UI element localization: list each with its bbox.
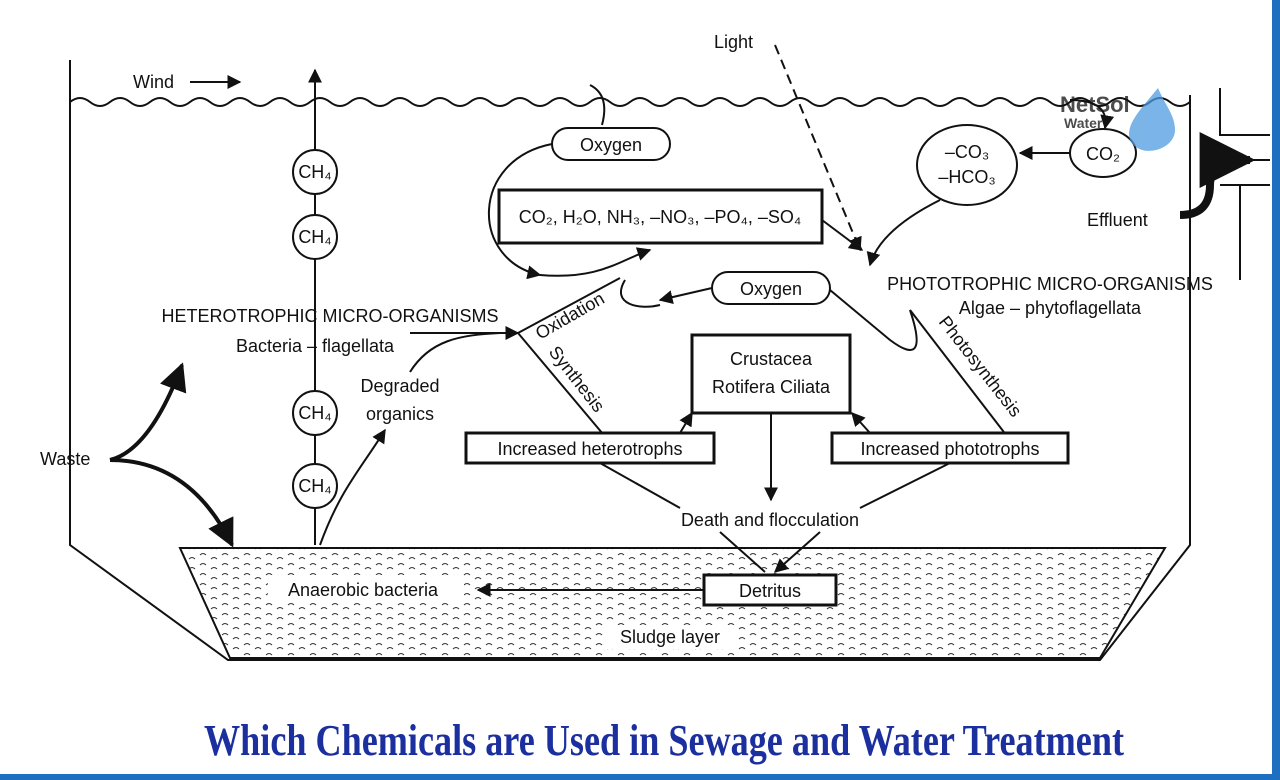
tank-outline	[69, 60, 1191, 661]
page-title: Which Chemicals are Used in Sewage and W…	[204, 716, 1124, 765]
co3-label: –CO₃	[945, 142, 989, 162]
synthesis-label: Synthesis	[545, 342, 609, 416]
svg-text:CH₄: CH₄	[298, 476, 331, 496]
nutrients-box	[497, 188, 824, 245]
bacteria-label: Bacteria – flagellata	[236, 336, 395, 356]
light-label: Light	[714, 32, 753, 52]
netsol-water-logo: NetSol Water	[1060, 88, 1175, 151]
anaerobic-bacteria-label: Anaerobic bacteria	[288, 580, 439, 600]
increased-phototrophs-label: Increased phototrophs	[860, 439, 1039, 459]
svg-text:NetSol: NetSol	[1060, 92, 1130, 117]
svg-text:CH₄: CH₄	[298, 227, 331, 247]
waste-label: Waste	[40, 449, 90, 469]
hco3-label: –HCO₃	[938, 167, 995, 187]
rotifera-label: Rotifera Ciliata	[712, 377, 831, 397]
effluent-label: Effluent	[1087, 210, 1148, 230]
co2-label: CO₂	[1086, 144, 1120, 164]
ch4-bubble: CH₄	[292, 390, 338, 436]
ch4-bubble: CH₄	[292, 214, 338, 260]
algae-label: Algae – phytoflagellata	[959, 298, 1142, 318]
increased-heterotrophs-label: Increased heterotrophs	[497, 439, 682, 459]
photosynthesis-label: Photosynthesis	[935, 312, 1026, 421]
heterotrophic-label: HETEROTROPHIC MICRO-ORGANISMS	[161, 306, 498, 326]
phototrophic-label: PHOTOTROPHIC MICRO-ORGANISMS	[887, 274, 1213, 294]
svg-text:CH₄: CH₄	[298, 162, 331, 182]
increased-heterotrophs-box	[464, 431, 716, 465]
crustacea-box	[690, 333, 852, 415]
svg-text:Water: Water	[1064, 115, 1103, 131]
svg-text:CH₄: CH₄	[298, 403, 331, 423]
oxygen-mid-label: Oxygen	[740, 279, 802, 299]
oxygen-top-label: Oxygen	[580, 135, 642, 155]
oxidation-label: Oxidation	[532, 288, 608, 343]
water-surface	[69, 97, 1191, 107]
detritus-box	[702, 573, 838, 607]
ch4-bubble: CH₄	[292, 463, 338, 509]
detritus-label: Detritus	[739, 581, 801, 601]
effluent-arrow	[1179, 132, 1256, 219]
wind-label: Wind	[133, 72, 174, 92]
nutrients-label: CO₂, H₂O, NH₃, –NO₃, –PO₄, –SO₄	[519, 207, 801, 227]
crustacea-label: Crustacea	[730, 349, 813, 369]
ch4-bubble: CH₄	[292, 149, 338, 195]
degraded-label: Degraded	[360, 376, 439, 396]
death-flocculation-label: Death and flocculation	[681, 510, 859, 530]
organics-label: organics	[366, 404, 434, 424]
sludge-layer-label: Sludge layer	[620, 627, 720, 647]
